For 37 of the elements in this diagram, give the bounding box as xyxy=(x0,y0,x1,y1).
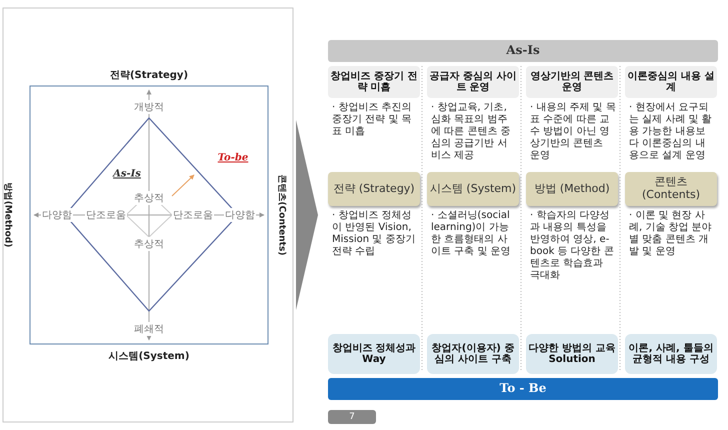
bullet-text: · 소셜러닝(social learning)이 가능한 흐름형태의 사이트 구축 및 운영 xyxy=(431,210,512,258)
bullet-text: · 이론 및 현장 사례, 기술 창업 분야별 맞춤 콘텐츠 개발 및 운영 xyxy=(629,210,713,258)
header-box: 이론중심의 내용 설계 xyxy=(625,66,717,98)
summary-box: 창업비즈 정체성과 Way xyxy=(328,334,420,374)
bullet-text: · 학습자의 다양성과 내용의 특성을 반영하여 영상, e-book 등 다양한 콘텐츠로 학습효과 극대화 xyxy=(530,210,615,282)
axis-title: 전략(Strategy) xyxy=(108,68,190,82)
page-tab: 7 xyxy=(328,410,376,424)
category-box: 콘텐츠 (Contents) xyxy=(625,172,717,206)
header-box: 공급자 중심의 사이트 운영 xyxy=(427,66,519,98)
axis-value: 추상적 xyxy=(133,237,165,251)
axis-value: 단조로움 xyxy=(172,208,214,222)
bullet-text: · 내용의 주제 및 목표 수준에 따른 교수 방법이 아닌 영상기반의 콘텐츠 운영 xyxy=(530,102,616,162)
category-box: 시스템 (System) xyxy=(427,172,519,206)
axis-title: 방법(Method) xyxy=(2,182,14,248)
bullet-text: · 창업교육, 기초, 심화 목표의 범주에 따른 콘텐츠 중심의 공급기반 서비스 제공 xyxy=(431,102,512,162)
axis-value: 단조로움 xyxy=(85,208,127,222)
axis-value: 추상적 xyxy=(133,191,165,205)
header-box: 창업비즈 중장기 전략 미흡 xyxy=(328,66,420,98)
bullet-text: · 창업비즈 정체성이 반영된 Vision, Mission 및 중장기 전략 수립 xyxy=(332,210,416,258)
category-box: 전략 (Strategy) xyxy=(328,172,420,206)
axis-title: 콘텐츠(Contents) xyxy=(276,174,288,256)
summary-box: 다양한 방법의 교육 Solution xyxy=(526,334,618,374)
axis-title: 시스템(System) xyxy=(108,349,190,363)
summary-box: 이론, 사례, 툴들의 균형적 내용 구성 xyxy=(625,334,717,374)
diagram-label: As-Is xyxy=(112,168,142,180)
diagram-label: To-be xyxy=(216,152,250,164)
section-banner: To - Be xyxy=(328,378,718,400)
section-banner: As-Is xyxy=(328,40,718,62)
axis-value: 폐쇄적 xyxy=(133,322,165,336)
summary-box: 창업자(이용자) 중심의 사이트 구축 xyxy=(427,334,519,374)
bullet-text: · 창업비즈 추진의 중장기 전략 및 목표 미흡 xyxy=(332,102,413,138)
bullet-text: · 현장에서 요구되는 실제 사례 및 활용 가능한 내용보다 이론중심의 내용으로 설계 운영 xyxy=(629,102,713,162)
category-box: 방법 (Method) xyxy=(526,172,618,206)
axis-value: 다양함 xyxy=(224,208,256,222)
axis-value: 개방적 xyxy=(133,100,165,114)
header-box: 영상기반의 콘텐츠 운영 xyxy=(526,66,618,98)
axis-value: 다양함 xyxy=(41,208,73,222)
